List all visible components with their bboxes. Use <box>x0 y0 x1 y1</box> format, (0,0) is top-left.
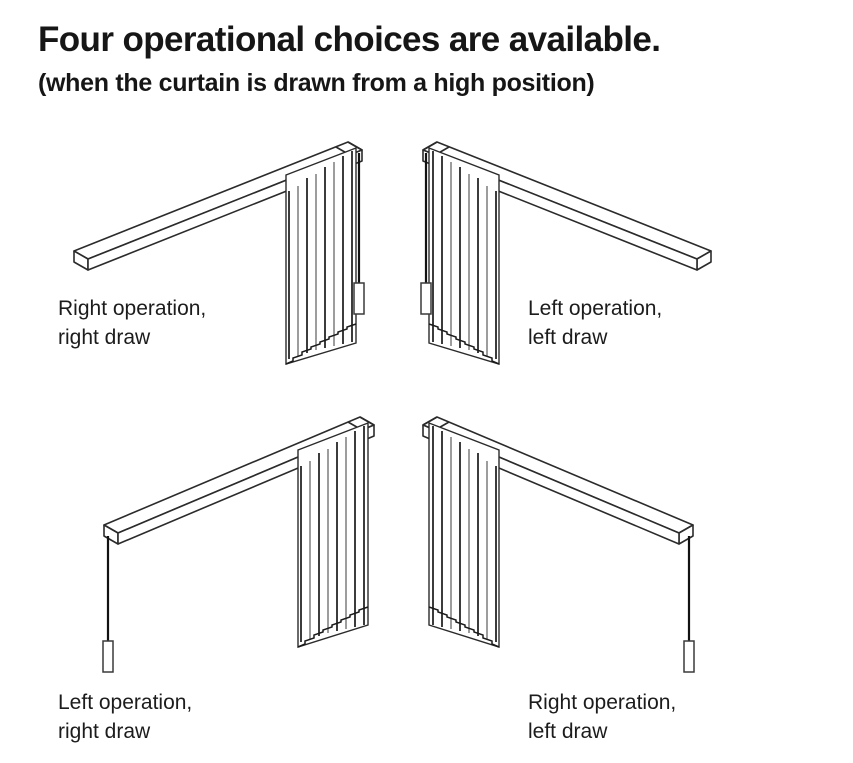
diagram-right-operation-left-draw: Right operation, left draw <box>415 403 795 753</box>
vane-bottom-edge <box>285 323 357 365</box>
page-subtitle: (when the curtain is drawn from a high p… <box>38 69 595 97</box>
caption-line-2: left draw <box>528 720 608 743</box>
vane-stack <box>428 146 500 365</box>
blind-illustration <box>420 141 712 365</box>
caption-right-operation-left-draw: Right operation, left draw <box>528 688 676 746</box>
control-cord <box>353 153 365 315</box>
diagram-left-operation-right-draw: Left operation, right draw <box>58 403 430 753</box>
vane-stack <box>297 421 369 648</box>
blind-illustration <box>102 416 375 673</box>
caption-line-2: right draw <box>58 326 151 349</box>
control-cord <box>420 153 432 315</box>
cord-weight <box>102 640 114 673</box>
vane-bottom-edge <box>428 323 500 365</box>
vane-bottom-edge <box>297 606 369 648</box>
cord-weight <box>353 282 365 315</box>
caption-line-1: Right operation, <box>528 691 677 714</box>
caption-line-1: Left operation, <box>58 691 193 714</box>
vane-stack <box>428 421 500 648</box>
cord-weight <box>420 282 432 315</box>
vane-stack <box>285 146 357 365</box>
caption-left-operation-right-draw: Left operation, right draw <box>58 688 192 746</box>
headrail-left-endcap-edge <box>422 416 438 426</box>
diagram-right-operation-right-draw: Right operation, right draw <box>58 128 430 383</box>
headrail-right-endcap-edge <box>347 141 363 151</box>
control-cord <box>683 536 695 673</box>
page-title: Four operational choices are available. <box>38 20 661 59</box>
title-block: Four operational choices are available. … <box>38 18 828 101</box>
control-cord <box>102 536 114 673</box>
caption-line-2: left draw <box>528 326 608 349</box>
caption-line-2: right draw <box>58 720 151 743</box>
caption-line-1: Left operation, <box>528 297 663 320</box>
diagram-grid: Right operation, right draw <box>0 128 853 763</box>
caption-right-operation-right-draw: Right operation, right draw <box>58 294 206 352</box>
headrail-right-endcap-edge <box>359 416 375 426</box>
caption-left-operation-left-draw: Left operation, left draw <box>528 294 662 352</box>
caption-line-1: Right operation, <box>58 297 207 320</box>
headrail-left-endcap-edge <box>422 141 438 151</box>
blind-illustration <box>73 141 365 365</box>
blind-illustration <box>422 416 695 673</box>
diagram-left-operation-left-draw: Left operation, left draw <box>415 128 795 383</box>
cord-weight <box>683 640 695 673</box>
vane-bottom-edge <box>428 606 500 648</box>
